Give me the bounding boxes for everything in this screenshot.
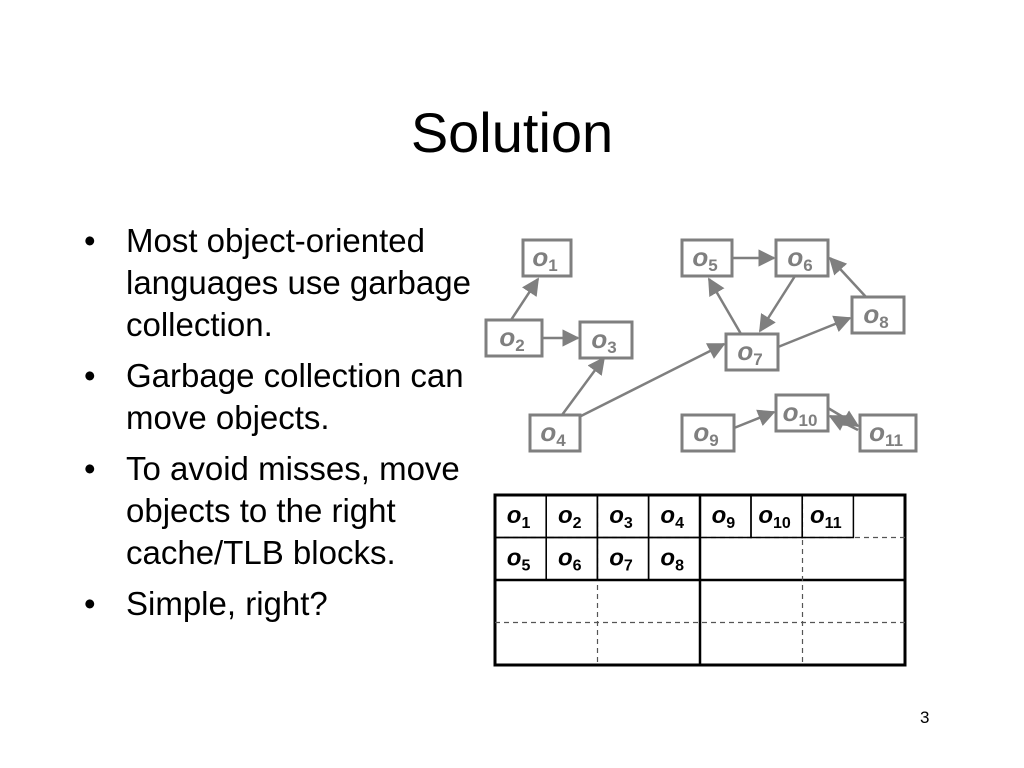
bullet-text: Most object-oriented languages use garba… xyxy=(126,222,471,343)
node-box xyxy=(774,238,830,278)
memory-cell: o1 xyxy=(494,494,547,539)
edge-o9-o10 xyxy=(733,409,776,430)
memory-cell-label: o8 xyxy=(660,545,684,575)
node-o6: o6 xyxy=(774,238,830,278)
node-o10: o10 xyxy=(774,393,830,433)
nodes-layer: o1 o2 o3 o4 o5 o6 o7 o8 o9 o10 o11 xyxy=(484,238,918,453)
node-box xyxy=(858,413,918,453)
memory-cell: o2 xyxy=(545,494,599,539)
bullet-item: • Simple, right? xyxy=(84,583,504,625)
node-box xyxy=(724,332,780,372)
edge-o7-o5 xyxy=(707,277,743,335)
memory-cell-box xyxy=(647,536,701,581)
node-box xyxy=(484,318,544,358)
edge-o8-o6 xyxy=(828,256,867,298)
edge-o7-o8 xyxy=(777,315,852,349)
bullet-list: • Most object-oriented languages use garb… xyxy=(84,220,504,634)
memory-cell-label: o2 xyxy=(558,502,582,532)
memory-cell-box xyxy=(801,494,855,539)
edge-o6-o7 xyxy=(758,275,797,333)
bullet-item: • Most object-oriented languages use garb… xyxy=(84,220,504,346)
node-label-o1: o1 xyxy=(532,242,557,275)
bullet-text: To avoid misses, move objects to the rig… xyxy=(126,450,460,571)
memory-cell: o11 xyxy=(801,494,855,539)
node-o3: o3 xyxy=(578,320,634,360)
memory-cell-label: o1 xyxy=(507,502,531,532)
memory-cell-label: o5 xyxy=(507,545,531,575)
memory-cell-label: o4 xyxy=(660,502,684,532)
node-o7: o7 xyxy=(724,332,780,372)
node-o11: o11 xyxy=(858,413,918,453)
node-label-o5: o5 xyxy=(692,242,717,275)
node-label-o7: o7 xyxy=(737,336,762,369)
memory-cell: o9 xyxy=(699,494,752,539)
node-box xyxy=(578,320,634,360)
memory-cell-label: o9 xyxy=(712,502,736,532)
bullet-dot: • xyxy=(84,357,96,394)
edge-o11-o10 xyxy=(828,414,859,432)
edges-layer xyxy=(509,249,867,432)
node-label-o3: o3 xyxy=(591,324,616,357)
node-label-o9: o9 xyxy=(693,417,718,450)
node-o9: o9 xyxy=(680,413,736,453)
node-o1: o1 xyxy=(521,238,573,278)
slide-title: Solution xyxy=(410,101,614,164)
edge-o4-o3 xyxy=(560,356,606,416)
memory-grid: o1 o2 o3 o4 o9 o10 o11 o5 o6 o7 o8 xyxy=(493,493,907,667)
bullet-text: Simple, right? xyxy=(126,585,328,622)
bullet-item: • To avoid misses, move objects to the ri… xyxy=(84,448,504,574)
memory-cell-label: o11 xyxy=(810,502,842,532)
memory-cell: o3 xyxy=(596,494,650,539)
bullet-text: Garbage collection can move objects. xyxy=(126,357,464,436)
node-label-o11: o11 xyxy=(869,417,903,450)
memory-cell: o8 xyxy=(647,536,701,581)
bullet-item: • Garbage collection can move objects. xyxy=(84,355,504,439)
node-box xyxy=(680,413,736,453)
node-label-o8: o8 xyxy=(863,299,888,332)
node-box xyxy=(680,238,734,278)
edge-o2-o1 xyxy=(509,277,540,321)
memory-cell-label: o6 xyxy=(558,545,582,575)
node-box xyxy=(528,413,582,453)
page-number: 3 xyxy=(920,708,930,727)
node-box xyxy=(774,393,830,433)
memory-cell-label: o10 xyxy=(758,502,791,532)
node-label-o4: o4 xyxy=(540,417,566,450)
memory-cell-label: o3 xyxy=(609,502,633,532)
node-o5: o5 xyxy=(680,238,734,278)
memory-cell: o7 xyxy=(596,536,650,581)
memory-cell: o5 xyxy=(494,536,547,581)
memory-cell-label: o7 xyxy=(609,545,633,575)
memory-cell: o10 xyxy=(750,494,803,539)
node-box xyxy=(521,238,573,278)
node-label-o2: o2 xyxy=(499,322,524,355)
node-label-o10: o10 xyxy=(783,397,818,430)
bullet-dot: • xyxy=(84,222,96,259)
edge-o4-o7 xyxy=(576,342,726,420)
node-o2: o2 xyxy=(484,318,544,358)
memory-cell: o6 xyxy=(545,536,599,581)
node-o8: o8 xyxy=(850,295,906,335)
memory-cell: o4 xyxy=(647,494,701,539)
node-label-o6: o6 xyxy=(787,242,812,275)
bullet-dot: • xyxy=(84,585,96,622)
node-box xyxy=(850,295,906,335)
bullet-dot: • xyxy=(84,450,96,487)
node-o4: o4 xyxy=(528,413,582,453)
